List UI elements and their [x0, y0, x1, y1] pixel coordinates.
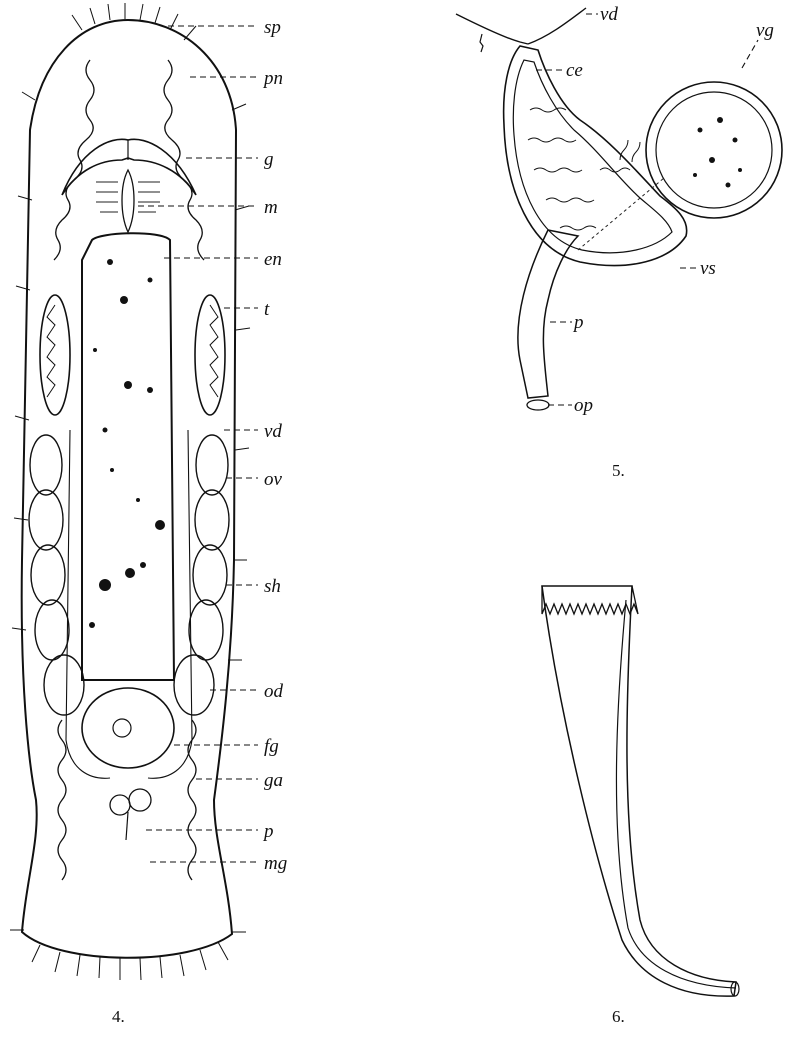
- fig4-protonephridium-right: [164, 60, 204, 260]
- label-sp: sp: [264, 17, 281, 38]
- fig4-testis-left: [40, 295, 70, 415]
- fig5-label-op: op: [574, 395, 593, 416]
- fig6-stylet-inner: [616, 600, 736, 988]
- figure-6-number: 6.: [612, 1007, 625, 1026]
- fig6-crown: [542, 586, 638, 614]
- fig4-female-gland: [82, 688, 174, 768]
- fig4-testis-right-folds: [210, 305, 218, 397]
- fig5-duct-dotted: [578, 178, 664, 250]
- fig4-enteron: [82, 233, 174, 680]
- fig4-genital-pore: [113, 719, 131, 737]
- fig4-labels: sp pn g m en t vd ov sh od fg ga p mg: [262, 17, 287, 874]
- fig5-vesicula-seminalis: [504, 46, 687, 266]
- fig6-stylet: [542, 586, 736, 996]
- label-sh: sh: [264, 576, 281, 597]
- figure-5: [456, 8, 782, 410]
- fig5-vasa-deferentia: [456, 8, 586, 44]
- fig4-protonephridium-left: [54, 60, 94, 260]
- fig4-penis-bulb-2: [129, 789, 151, 811]
- label-m: m: [264, 197, 278, 218]
- label-ov: ov: [264, 469, 283, 490]
- label-pn: pn: [262, 68, 283, 89]
- fig4-nephridium-right-lower: [188, 720, 196, 880]
- figure-4: [10, 3, 250, 980]
- label-t: t: [264, 299, 270, 320]
- fig4-testis-right: [195, 295, 225, 415]
- figure-4-number: 4.: [112, 1007, 125, 1026]
- fig5-vg-granules: [693, 117, 742, 188]
- fig4-ovary-right: [174, 435, 229, 715]
- fig5-label-vs: vs: [700, 258, 716, 279]
- fig4-ovary-left: [29, 435, 84, 715]
- label-fg: fg: [264, 736, 279, 757]
- label-vd: vd: [264, 421, 282, 442]
- fig5-label-vg: vg: [756, 20, 774, 41]
- label-ga: ga: [264, 770, 283, 791]
- figure-5-number: 5.: [612, 461, 625, 480]
- fig5-label-vd: vd: [600, 4, 618, 25]
- fig4-body-outline: [22, 20, 236, 958]
- label-od: od: [264, 681, 284, 702]
- fig5-small-marker: [480, 34, 483, 52]
- fig5-label-p: p: [572, 312, 584, 333]
- label-g: g: [264, 149, 274, 170]
- fig5-vs-inner: [513, 60, 672, 253]
- fig5-penis: [518, 230, 578, 398]
- fig4-sheath-left: [66, 430, 110, 778]
- fig4-pharynx-hatching: [96, 182, 160, 212]
- fig5-opening: [527, 400, 549, 410]
- label-mg: mg: [264, 853, 287, 874]
- label-en: en: [264, 249, 282, 270]
- figure-6: [542, 586, 739, 996]
- fig4-enteron-granules: [89, 259, 165, 628]
- fig4-bristles: [10, 3, 250, 980]
- fig4-testis-left-folds: [47, 305, 55, 397]
- fig4-penis-stylet: [126, 812, 128, 840]
- fig4-leaders: [138, 26, 258, 862]
- fig5-vg-inner: [656, 92, 772, 208]
- fig5-vesicula-granulorum: [646, 82, 782, 218]
- label-p: p: [262, 821, 274, 842]
- fig4-nephridium-left-lower: [58, 720, 66, 880]
- fig4-sheath-right: [148, 430, 192, 778]
- fig4-mouth: [122, 170, 134, 232]
- fig5-sperm: [528, 108, 640, 230]
- fig4-penis-bulb-1: [110, 795, 130, 815]
- fig5-label-ce: ce: [566, 60, 583, 81]
